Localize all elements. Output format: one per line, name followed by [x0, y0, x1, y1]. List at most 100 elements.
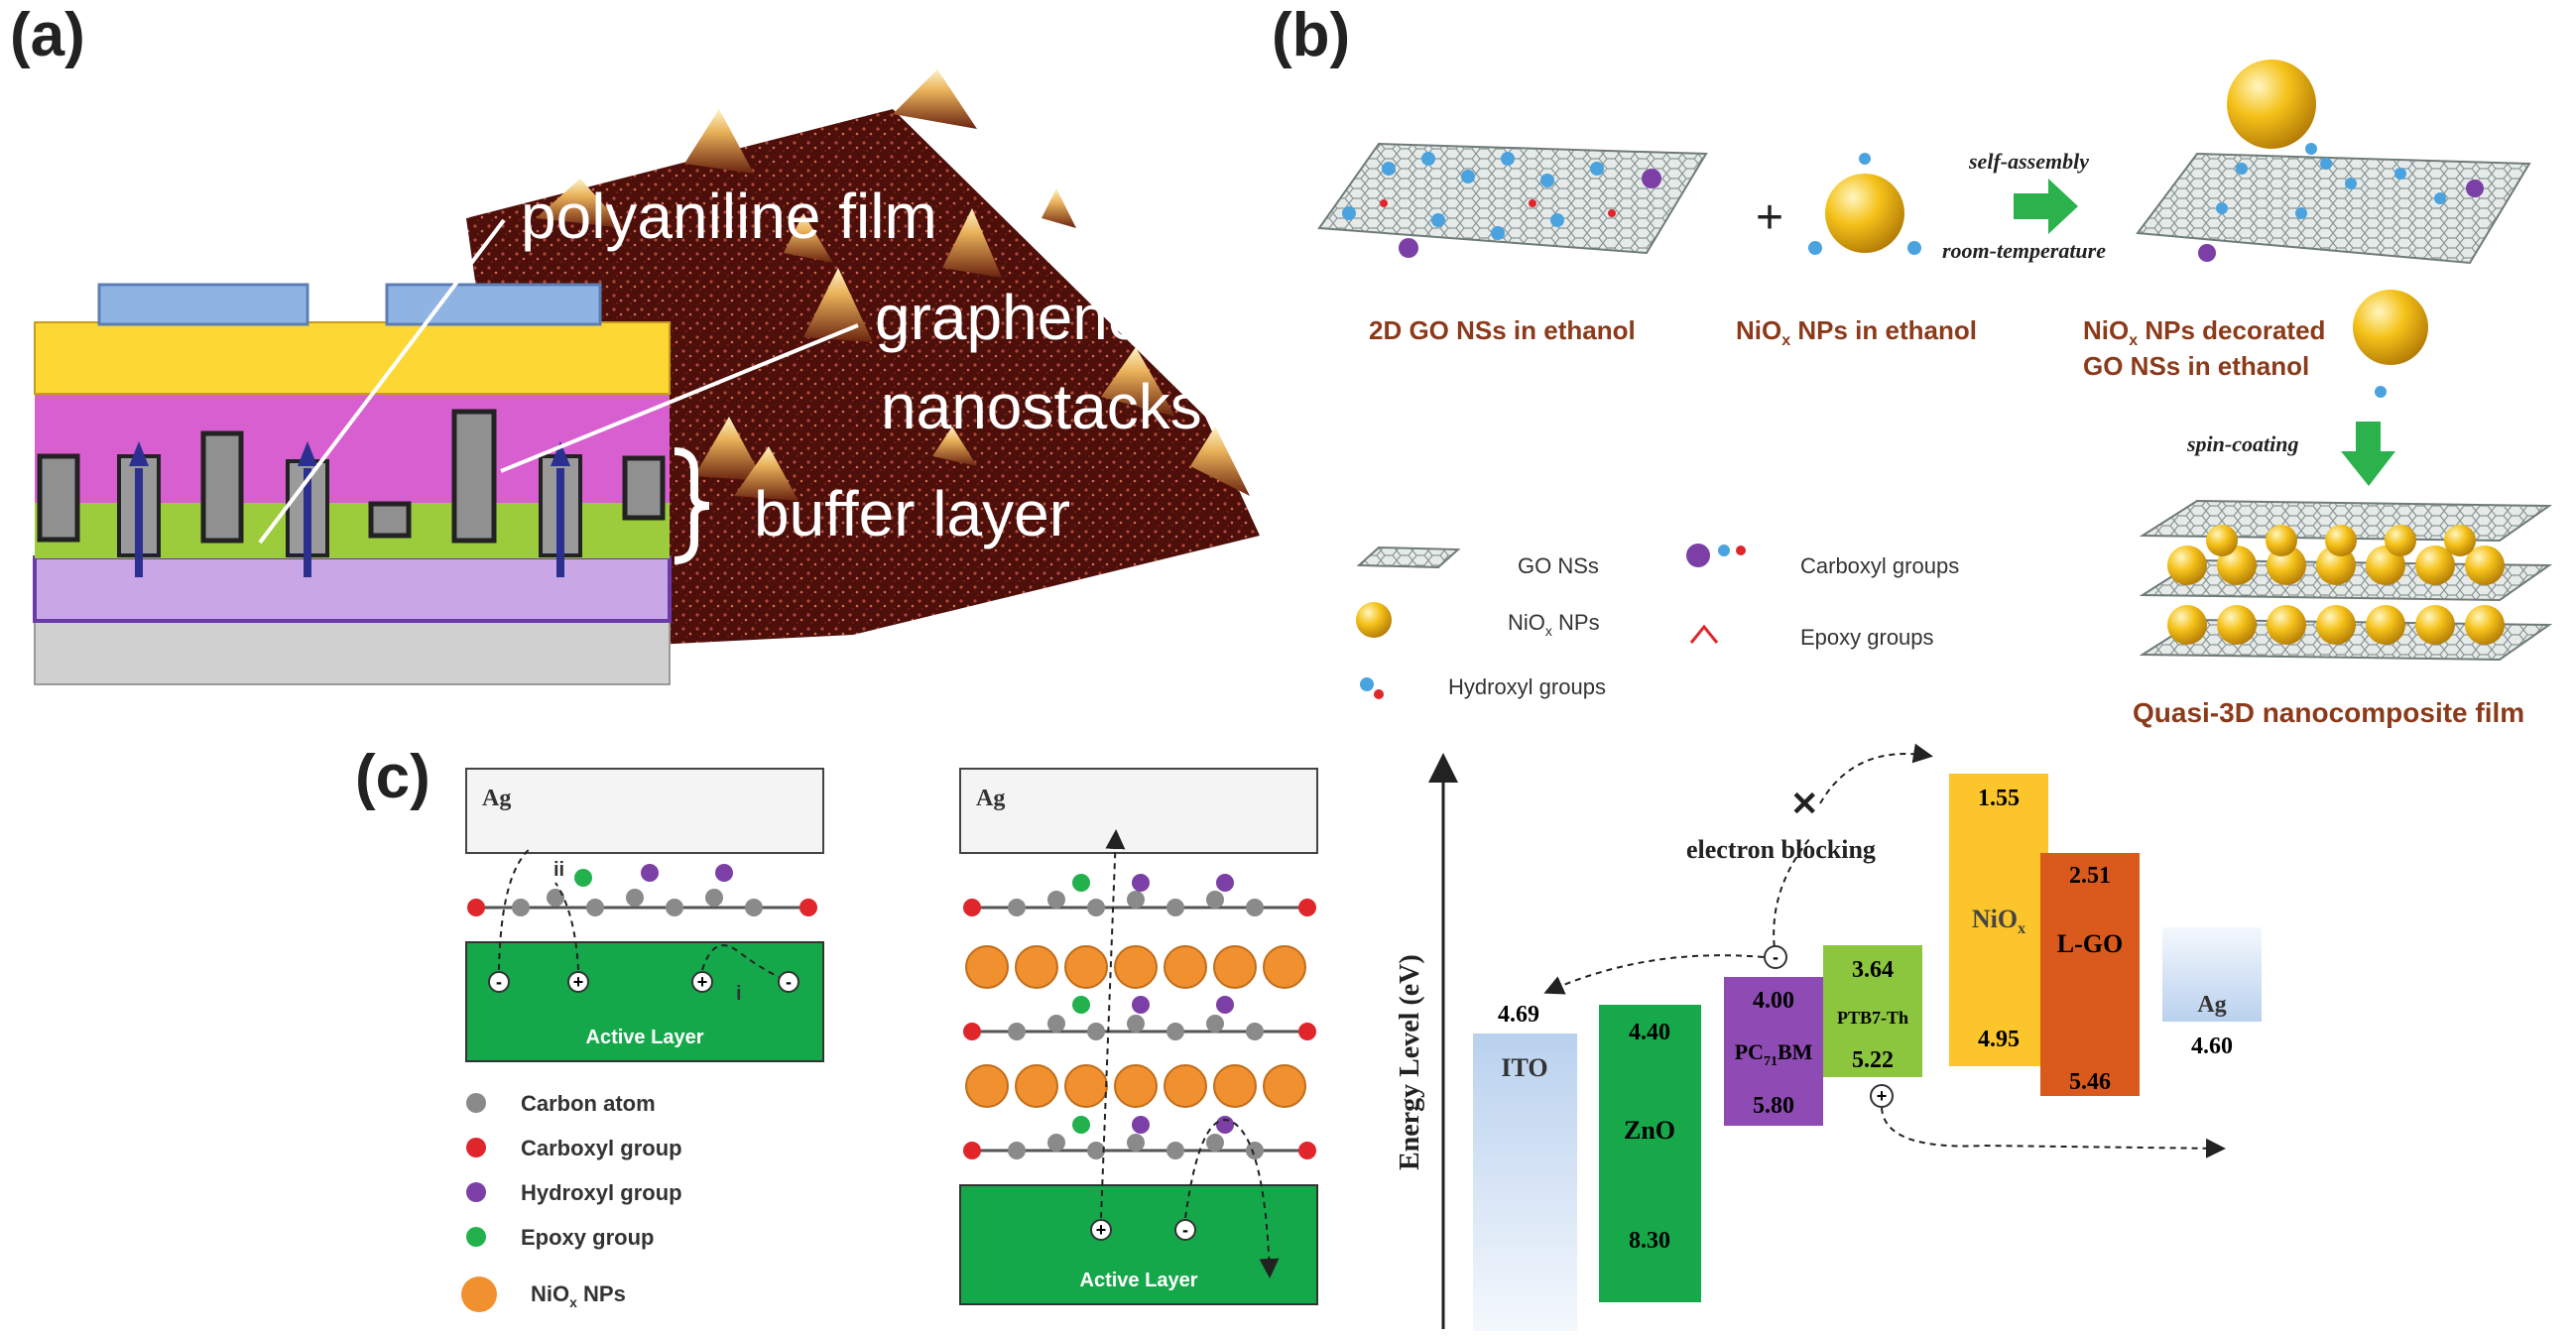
legend-hydroxyl-icon — [1360, 677, 1374, 691]
zno-bottom-value: 8.30 — [1629, 1228, 1670, 1254]
polyaniline-label: polyaniline film — [521, 181, 937, 252]
buffer-label: buffer layer — [754, 478, 1070, 549]
panel-b-legend: GO NSs NiOx NPs Hydroxyl groups Carboxyl… — [1356, 544, 1959, 699]
decorated-np-bottom — [2353, 290, 2428, 365]
pc71bm-top-value: 4.00 — [1753, 988, 1794, 1014]
polyaniline-pointer — [258, 218, 506, 545]
ag-label-middle: Ag — [976, 786, 1005, 811]
band-pc71bm — [1724, 977, 1823, 1126]
graphene-label-line2: nanostacks — [881, 371, 1202, 442]
graphene-np-stack — [963, 874, 1316, 1159]
panel-a: polyaniline film graphene nanostacks buf… — [33, 69, 1260, 685]
svg-text:-: - — [1182, 1220, 1188, 1240]
plus-sign: + — [1756, 191, 1783, 244]
spin-coating-arrow — [2341, 422, 2395, 486]
caption-decorated-line2: GO NSs in ethanol — [2083, 351, 2309, 381]
legend-carbon: Carbon atom — [521, 1091, 656, 1116]
svg-text:-: - — [786, 972, 792, 992]
lgo-label: L-GO — [2057, 929, 2123, 958]
legend-np-icon — [1356, 602, 1392, 638]
niox-nanoparticle — [1825, 174, 1904, 253]
svg-text:+: + — [573, 972, 584, 992]
hole-transfer-path — [1881, 1107, 2226, 1158]
panel-c-label: (c) — [355, 743, 430, 811]
graphene-label-line1: graphene — [875, 282, 1143, 353]
band-ito — [1473, 1033, 1577, 1331]
active-label-middle: Active Layer — [1080, 1270, 1198, 1291]
ag-electrode-middle — [959, 768, 1318, 854]
svg-text:-: - — [1773, 947, 1779, 967]
band-ag — [2162, 927, 2262, 1022]
legend-hydroxyl-label: Hydroxyl groups — [1448, 674, 1606, 699]
pc71bm-bottom-value: 5.80 — [1753, 1093, 1794, 1119]
panel-c-legend: Carbon atom Carboxyl group Hydroxyl grou… — [461, 1091, 682, 1312]
graphene-pointer — [500, 323, 859, 473]
blocked-mark: ✕ — [1790, 786, 1819, 823]
yellow-layer — [34, 321, 671, 395]
svg-text:+: + — [1096, 1220, 1107, 1240]
go-functional-groups — [1342, 152, 1661, 258]
svg-text:+: + — [1877, 1086, 1888, 1106]
ptb7th-bottom-value: 5.22 — [1852, 1047, 1894, 1073]
self-assembly-label: self-assembly — [1968, 149, 2089, 174]
nanostack-blocks — [37, 409, 666, 544]
charges-middle: + - — [1090, 829, 1280, 1278]
hole-marker — [1870, 1084, 1894, 1108]
zno-top-value: 4.40 — [1629, 1020, 1670, 1045]
spin-coating-label: spin-coating — [2186, 431, 2298, 456]
ptb7th-top-value: 3.64 — [1852, 957, 1894, 983]
active-label-left: Active Layer — [586, 1027, 704, 1048]
ag-bottom-value: 4.60 — [2191, 1033, 2233, 1059]
panel-a-label: (a) — [10, 1, 85, 69]
top-electrode-left — [97, 283, 309, 326]
ag-electrode-left — [465, 768, 824, 854]
legend-epoxy-icon — [1689, 624, 1719, 644]
legend-go-label: GO NSs — [1518, 553, 1599, 578]
ito-label: ITO — [1501, 1053, 1547, 1082]
svg-text:i: i — [736, 983, 742, 1005]
go-sheet — [1317, 142, 1708, 255]
afm-peaks — [536, 69, 1250, 501]
blocking-arrow — [1819, 743, 1933, 804]
band-niox — [1949, 774, 2048, 1066]
energy-diagram: Energy Level (eV) 4.69 ITO 4.40 ZnO 8.30… — [1395, 743, 2262, 1331]
active-layer-middle — [959, 1184, 1318, 1305]
pc71bm-label: PC71BM — [1735, 1039, 1813, 1069]
buffer-bracket — [674, 447, 710, 564]
decorated-go-sheet — [2136, 152, 2531, 265]
room-temperature-label: room-temperature — [1942, 238, 2106, 263]
device-stack — [33, 283, 710, 685]
panel-b-label: (b) — [1272, 1, 1351, 69]
svg-text:+: + — [697, 972, 708, 992]
electron-transfer-path — [1543, 954, 1765, 995]
active-layer-left — [465, 941, 824, 1062]
band-zno — [1599, 1005, 1701, 1302]
caption-niox: NiOx NPs in ethanol — [1736, 315, 1977, 349]
legend-carboxyl-label: Carboxyl groups — [1800, 553, 1959, 578]
svg-text:-: - — [496, 972, 502, 992]
lgo-top-value: 2.51 — [2069, 863, 2111, 889]
decorated-np-top — [2227, 60, 2316, 149]
caption-film: Quasi-3D nanocomposite film — [2133, 697, 2524, 728]
legend-epoxy-label: Epoxy groups — [1800, 625, 1934, 650]
graphene-chain-left — [467, 864, 817, 916]
panel-b: + self-assembly room-temperature 2D GO N… — [1317, 60, 2553, 728]
electron-blocking-label: electron blocking — [1686, 835, 1876, 864]
legend-carboxyl: Carboxyl group — [521, 1136, 682, 1160]
ag-label-left: Ag — [482, 786, 511, 811]
caption-go: 2D GO NSs in ethanol — [1369, 315, 1636, 345]
panel-c: Ag Active Layer - + + - i ii — [461, 743, 2262, 1331]
charges-left: - + + - i ii — [488, 847, 799, 1005]
legend-niox: NiOx NPs — [531, 1281, 626, 1310]
lgo-bottom-value: 5.46 — [2069, 1069, 2111, 1095]
legend-go-icon — [1356, 546, 1461, 569]
electron-marker — [1764, 945, 1787, 969]
niox-top-value: 1.55 — [1978, 786, 2020, 811]
lilac-layer — [33, 555, 672, 623]
niox-bottom-value: 4.95 — [1978, 1027, 2020, 1052]
blocking-path — [1773, 837, 1811, 958]
caption-decorated-line1: NiOx NPs decorated — [2083, 315, 2325, 349]
ptb7th-label: PTB7-Th — [1837, 1008, 1908, 1028]
energy-axis-label: Energy Level (eV) — [1395, 954, 1425, 1170]
